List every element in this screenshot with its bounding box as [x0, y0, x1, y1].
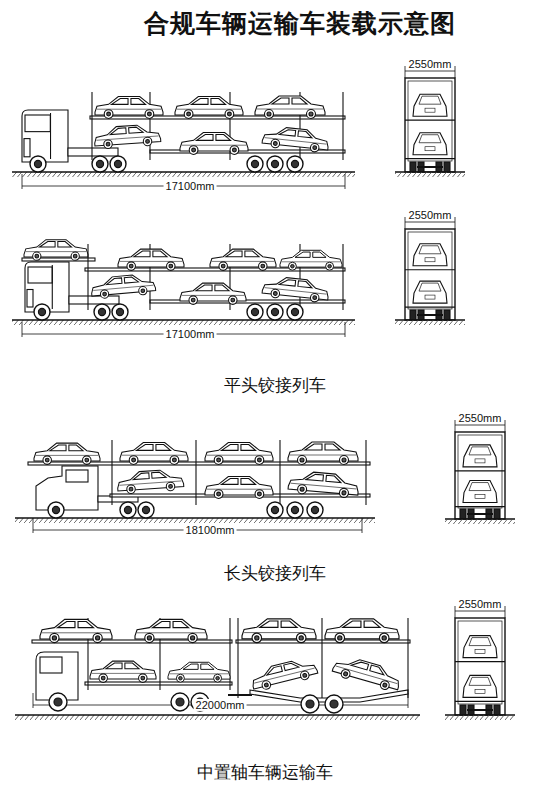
dimension-label: 18100mm	[184, 524, 237, 536]
dimension-label: 2550mm	[457, 412, 504, 424]
dimension-label: 2550mm	[407, 58, 454, 70]
dimension-label: 17100mm	[164, 180, 217, 192]
diagram-title: 合规车辆运输车装载示意图	[144, 10, 456, 38]
dimension-label: 2550mm	[407, 209, 454, 221]
caption-label: 中置轴车辆运输车	[197, 763, 333, 782]
caption-label: 长头铰接列车	[224, 564, 326, 583]
truck-drawing	[12, 66, 515, 720]
dimension-label: 22000mm	[194, 699, 247, 711]
dimension-label: 17100mm	[164, 328, 217, 340]
dimension-label: 2550mm	[457, 598, 504, 610]
caption-label: 平头铰接列车	[224, 376, 326, 395]
